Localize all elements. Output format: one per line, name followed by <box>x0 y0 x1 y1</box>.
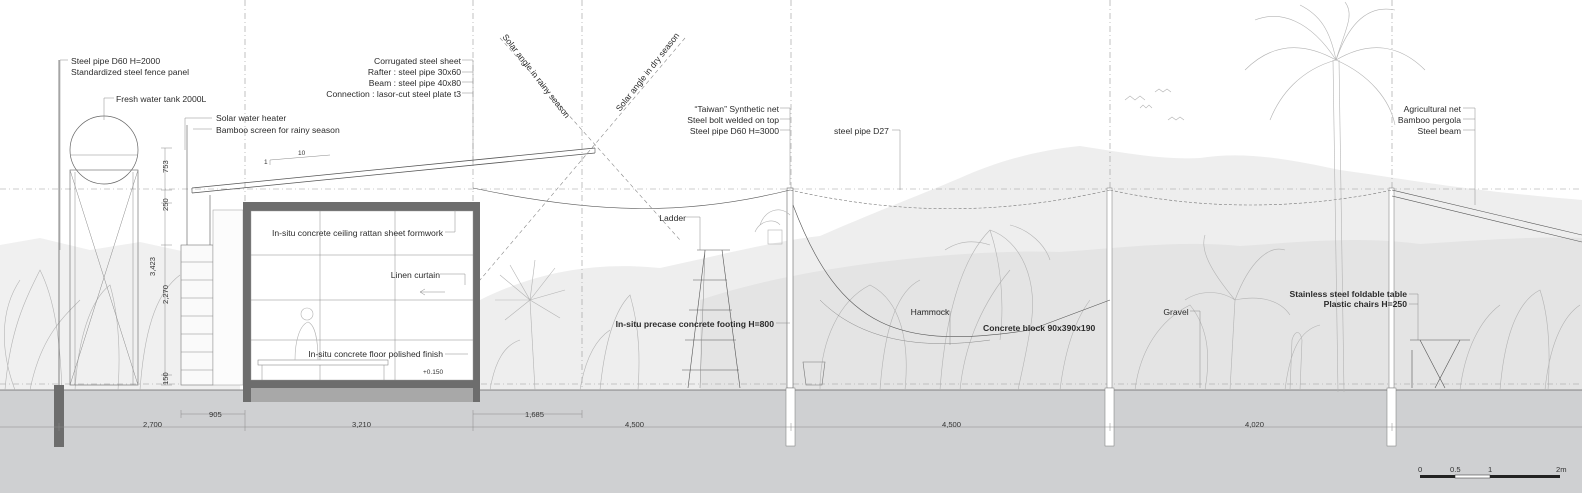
label-ladder: Ladder <box>659 213 686 223</box>
label-level: +0.150 <box>423 369 443 376</box>
dim-905: 905 <box>209 410 222 419</box>
label-bamboo-screen: Bamboo screen for rainy season <box>216 125 340 135</box>
label-concrete-block: Concrete block 90x390x190 <box>983 323 1095 333</box>
slope-1: 1 <box>264 159 268 166</box>
label-water-tank: Fresh water tank 2000L <box>116 94 207 104</box>
roof <box>191 147 596 194</box>
label-steel-pipe-d60-3000: Steel pipe D60 H=3000 <box>690 126 779 136</box>
dim-3210: 3,210 <box>352 420 371 429</box>
dim-4500-b: 4,500 <box>942 420 961 429</box>
label-footing: In-situ precase concrete footing H=800 <box>616 319 775 329</box>
dim-4500-a: 4,500 <box>625 420 644 429</box>
dim-4020: 4,020 <box>1245 420 1264 429</box>
label-hammock: Hammock <box>911 307 950 317</box>
label-chairs: Plastic chairs H=250 <box>1324 299 1408 309</box>
dim-1685: 1,685 <box>525 410 544 419</box>
dim-2700: 2,700 <box>143 420 162 429</box>
ladder <box>682 249 741 389</box>
label-rafter: Rafter : steel pipe 30x60 <box>368 67 461 77</box>
bucket <box>802 361 826 386</box>
steel-pipe-left <box>54 385 64 447</box>
label-ceiling: In-situ concrete ceiling rattan sheet fo… <box>272 228 444 238</box>
hanging-plant <box>754 209 791 245</box>
vegetation <box>4 224 1581 391</box>
label-gravel: Gravel <box>1163 307 1188 317</box>
label-floor: In-situ concrete floor polished finish <box>308 349 443 359</box>
dim-150: 150 <box>161 372 170 385</box>
birds <box>1124 88 1185 121</box>
label-agri-net: Agricultural net <box>1404 104 1462 114</box>
scale-0: 0 <box>1418 465 1422 474</box>
solar-angle-lines <box>479 37 686 281</box>
label-fence-panel: Standardized steel fence panel <box>71 67 189 77</box>
palm-tree <box>1244 1 1426 393</box>
label-rainy-angle: Solar angle in rainy season <box>500 32 572 120</box>
label-steel-pipe-d60-2000: Steel pipe D60 H=2000 <box>71 56 160 66</box>
dim-753: 753 <box>161 160 170 173</box>
scale-1: 1 <box>1488 465 1492 474</box>
scale-bar: 0 0.5 1 2m <box>1418 465 1567 479</box>
label-taiwan-net: “Taiwan” Synthetic net <box>694 104 779 114</box>
house <box>243 202 480 402</box>
label-corrugated: Corrugated steel sheet <box>374 56 462 66</box>
label-steel-pipe-d27: steel pipe D27 <box>834 126 889 136</box>
vertical-dims: 753 250 3,423 2,270 150 <box>148 147 172 386</box>
brick-wall <box>180 209 244 386</box>
water-tank <box>69 115 139 386</box>
scale-2m: 2m <box>1556 465 1567 474</box>
slope-indicator: 1 10 <box>264 150 331 166</box>
label-table: Stainless steel foldable table <box>1290 289 1408 299</box>
slope-10: 10 <box>298 150 306 157</box>
label-linen-curtain: Linen curtain <box>391 270 440 280</box>
leader-lines <box>59 59 1476 388</box>
label-steel-beam: Steel beam <box>1418 126 1461 136</box>
label-steel-bolt: Steel bolt welded on top <box>687 115 779 125</box>
table-chairs <box>1410 339 1470 389</box>
scale-0-5: 0.5 <box>1450 465 1461 474</box>
label-connection: Connection : lasor-cut steel plate t3 <box>326 89 461 99</box>
label-dry-angle: Solar angle in dry season <box>614 30 682 113</box>
net-cables <box>472 187 1582 344</box>
horizontal-dims: 905 1,685 2,700 3,210 4,500 4,500 4,020 <box>0 410 1582 431</box>
dim-2270: 2,270 <box>161 285 170 304</box>
dim-3423: 3,423 <box>148 257 157 276</box>
label-bamboo-pergola: Bamboo pergola <box>1398 115 1461 125</box>
label-beam: Beam : steel pipe 40x80 <box>369 78 461 88</box>
label-solar-heater: Solar water heater <box>216 113 286 123</box>
dim-250: 250 <box>161 198 170 211</box>
steel-posts <box>785 187 1397 447</box>
